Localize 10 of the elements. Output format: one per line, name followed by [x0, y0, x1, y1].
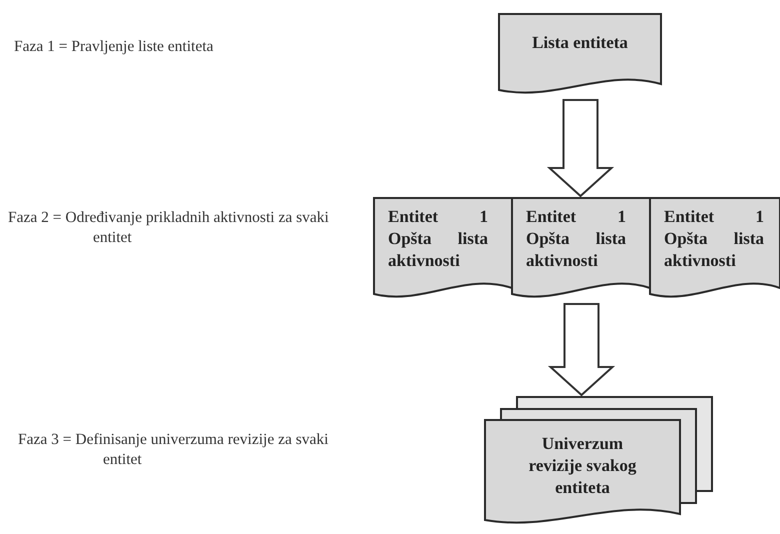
- node-text: Entitet 1 Opšta lista aktivnosti: [664, 206, 764, 272]
- block-arrow: [548, 303, 616, 396]
- phase-description: Faza 1 = Pravljenje liste entiteta: [14, 37, 214, 57]
- phase-description: Faza 2 = Određivanje prikladnih aktivnosti za svaki entitet: [8, 208, 330, 248]
- node-text: Univerzum revizije svakog entiteta: [528, 433, 638, 499]
- node-text: Entitet 1 Opšta lista aktivnosti: [526, 206, 626, 272]
- node-text: Entitet 1 Opšta lista aktivnosti: [388, 206, 488, 272]
- block-arrow: [546, 99, 614, 198]
- node-text: Lista entiteta: [531, 32, 629, 54]
- phase-description: Faza 3 = Definisanje univerzuma revizije za svaki entitet: [18, 430, 330, 470]
